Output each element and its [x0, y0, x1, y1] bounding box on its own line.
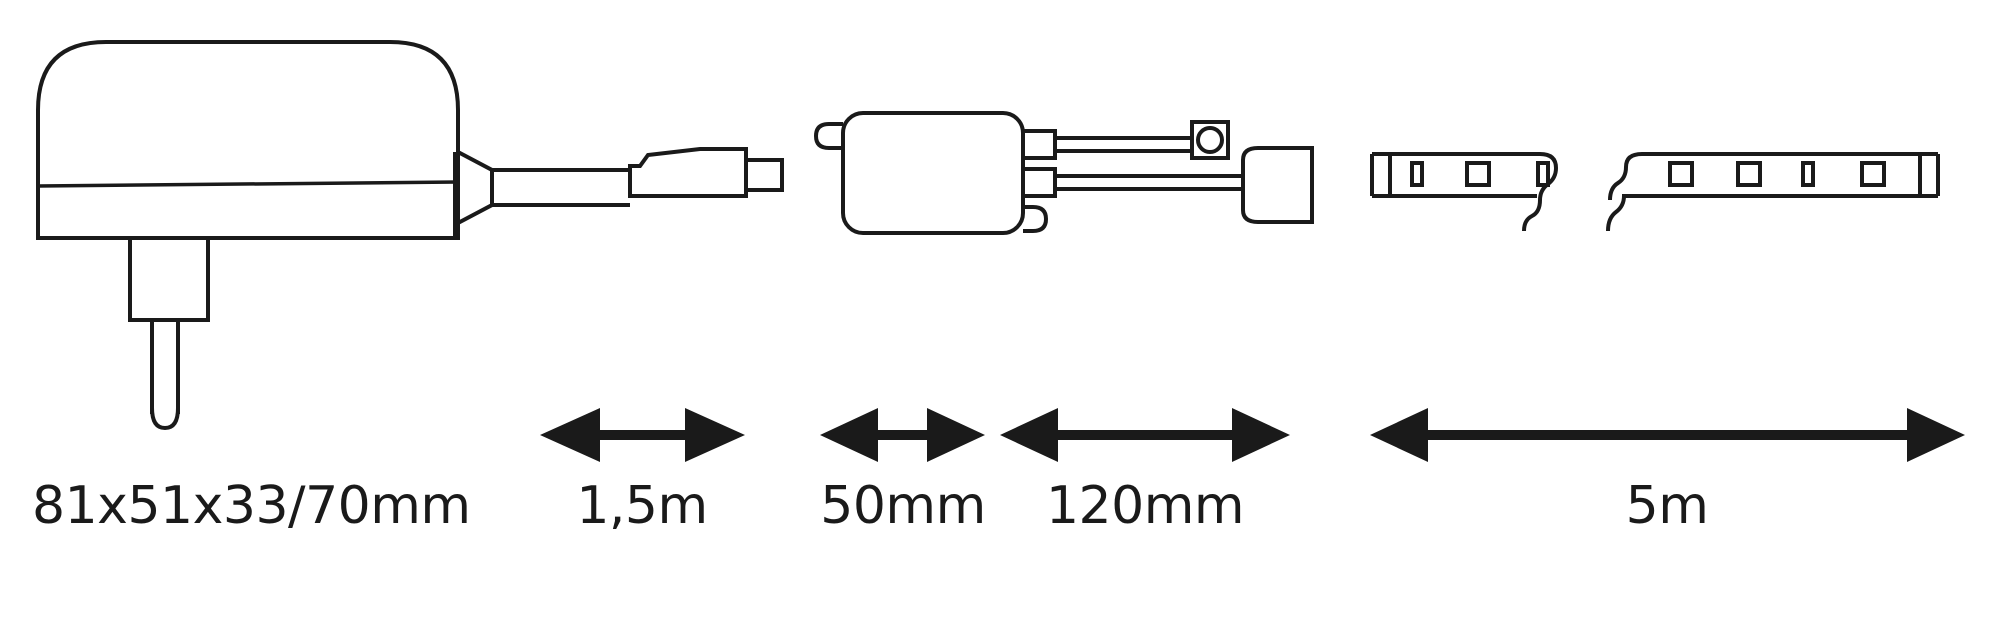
controller-mount-tab-bottom	[1023, 205, 1049, 233]
controller-unit	[813, 111, 1314, 235]
strip-right-top-edge	[1608, 152, 1920, 201]
psu-seam-line	[37, 180, 459, 188]
led-strip	[1370, 152, 1940, 232]
dimension-arrow-controller-width	[820, 408, 985, 462]
controller-collar-upper	[1023, 129, 1057, 160]
label-strip-length: 5m	[1625, 476, 1709, 536]
dimension-arrow-lead-length	[1000, 408, 1290, 462]
led-marker	[1736, 161, 1762, 187]
psu-connector-tip	[746, 158, 784, 192]
psu-body	[36, 40, 460, 240]
dimension-arrow-strip-length	[1370, 408, 1965, 462]
strip-right-bottom-edge	[1606, 194, 1920, 232]
label-lead-length: 120mm	[1045, 476, 1245, 536]
led-marker	[1860, 161, 1886, 187]
led-marker	[1410, 161, 1424, 187]
label-cable-length: 1,5m	[576, 476, 708, 536]
psu-pin-tip	[150, 407, 180, 431]
power-supply-unit	[36, 40, 784, 431]
psu-nose-upper	[457, 150, 494, 225]
strip-left-top-edge	[1372, 152, 1559, 201]
led-marker	[1801, 161, 1815, 187]
label-psu-dimensions: 81x51x33/70mm	[32, 476, 471, 536]
controller-mount-tab-left	[813, 122, 843, 150]
dimension-arrow-cable-length	[540, 408, 745, 462]
psu-connector-sleeve	[628, 147, 748, 198]
controller-body	[841, 111, 1025, 235]
led-marker	[1668, 161, 1694, 187]
controller-socket-circle	[1196, 126, 1224, 154]
controller-socket-square	[1190, 120, 1230, 160]
label-controller-width: 50mm	[820, 476, 986, 536]
psu-pin-block	[128, 238, 210, 322]
controller-collar-lower	[1023, 167, 1057, 198]
strip-break-left	[1522, 199, 1542, 232]
controller-lead-endcap	[1241, 146, 1314, 224]
led-marker	[1536, 161, 1550, 187]
led-marker	[1465, 161, 1491, 187]
